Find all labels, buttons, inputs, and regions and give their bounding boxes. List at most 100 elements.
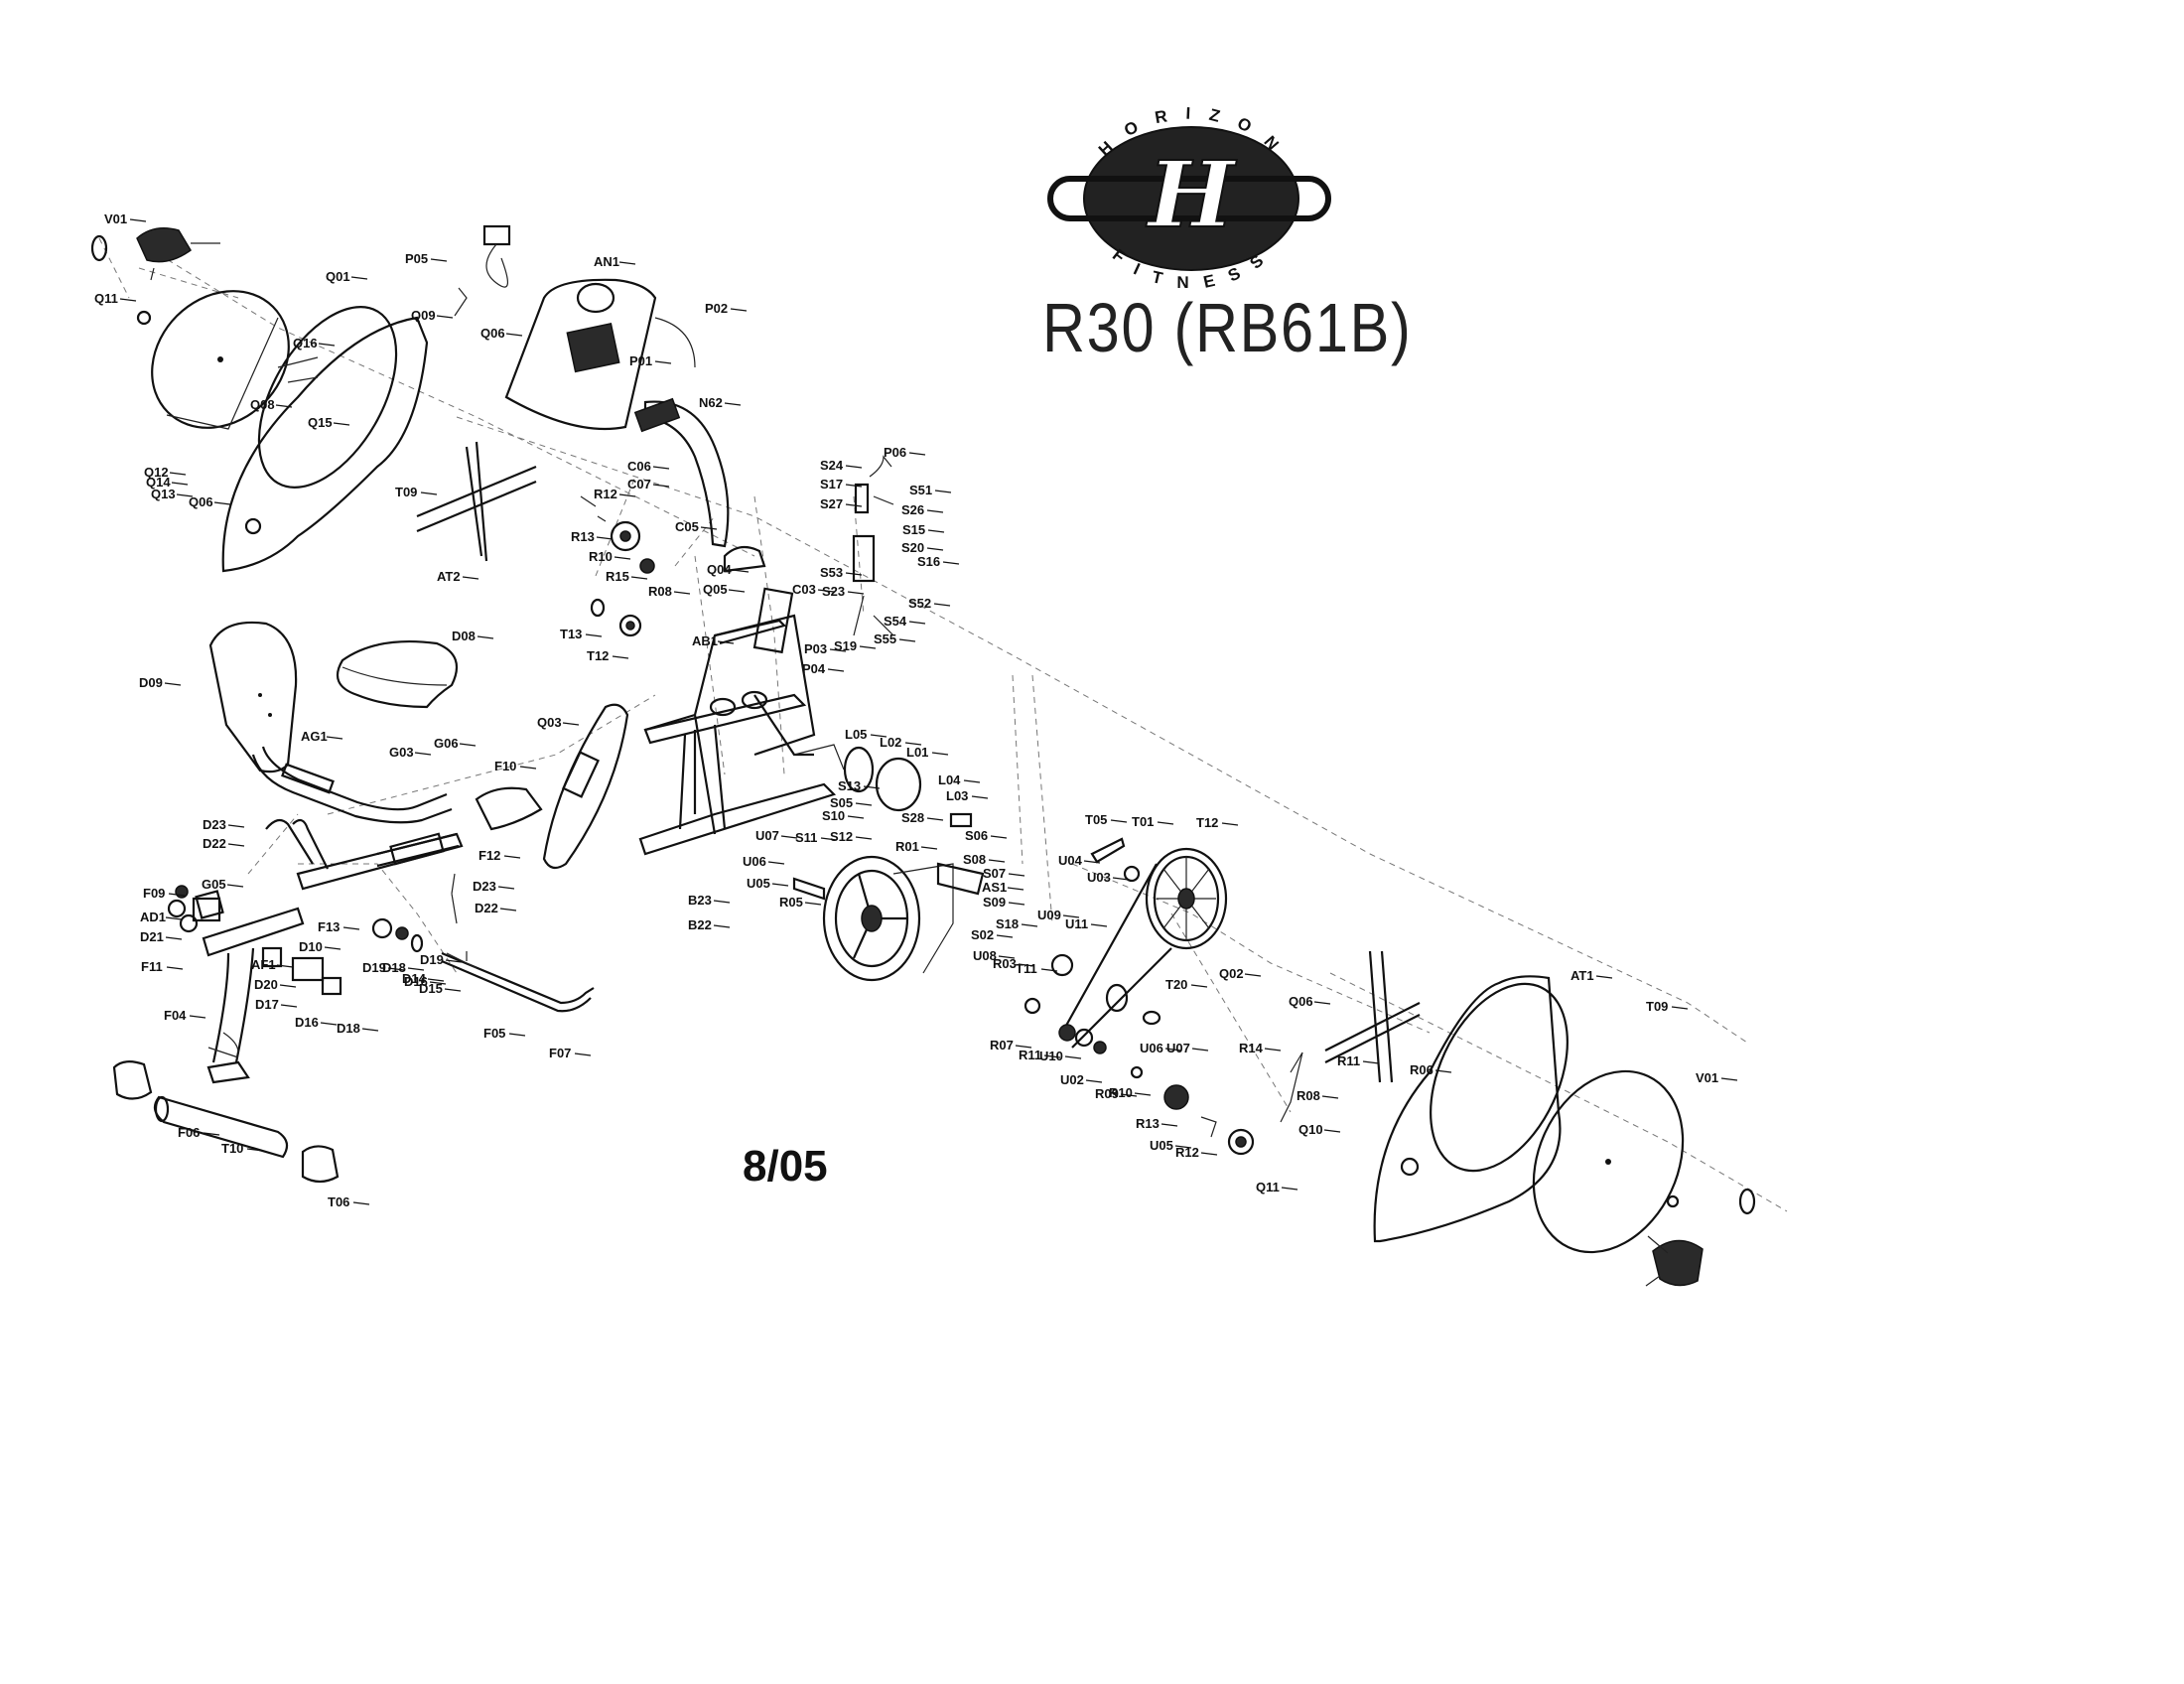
callout-label: AN1 — [594, 254, 619, 269]
callout-leader-line — [1157, 821, 1174, 825]
callout-label: R07 — [990, 1038, 1014, 1052]
callout-leader-line — [863, 785, 881, 789]
callout-leader-line — [931, 752, 949, 756]
callout-leader-line — [1434, 1069, 1452, 1073]
model-title: R30 (RB61B) — [1042, 289, 1413, 366]
callout-label: G06 — [434, 736, 459, 751]
callout-leader-line — [904, 742, 922, 746]
callout-label: Q01 — [326, 269, 350, 284]
callout-label: U06 — [743, 854, 766, 869]
callout-label: S17 — [820, 477, 843, 491]
callout-leader-line — [847, 591, 865, 595]
callout-leader-line — [227, 824, 245, 828]
callout-label: AD1 — [140, 910, 166, 924]
callout-leader-line — [585, 633, 603, 637]
callout-label: S28 — [901, 810, 924, 825]
callout-label: R15 — [606, 569, 629, 584]
callout-leader-line — [459, 743, 477, 747]
callout-label: R03 — [993, 956, 1017, 971]
callout-leader-line — [780, 835, 798, 839]
callout-leader-line — [942, 561, 960, 565]
callout-leader-line — [119, 298, 137, 302]
callout-label: D15 — [419, 981, 443, 996]
callout-label: C06 — [627, 459, 651, 474]
callout-label: Q05 — [703, 582, 728, 597]
callout-label: D18 — [337, 1021, 360, 1036]
callout-label: Q11 — [94, 291, 118, 306]
callout-label: S23 — [822, 584, 845, 599]
callout-leader-line — [724, 402, 742, 406]
callout-label: R14 — [1239, 1041, 1264, 1055]
callout-label: U09 — [1037, 908, 1061, 922]
callout-leader-line — [845, 484, 863, 488]
callout-leader-line — [1321, 1095, 1339, 1099]
sensor-assembly — [852, 455, 894, 636]
callout-leader-line — [596, 536, 614, 540]
callout-leader-line — [352, 1201, 370, 1205]
callout-leader-line — [1200, 1152, 1218, 1156]
callout-label: T01 — [1132, 814, 1154, 829]
callout-label: T20 — [1165, 977, 1187, 992]
callout-leader-line — [333, 422, 350, 426]
callout-leader-line — [652, 466, 670, 470]
callout-leader-line — [700, 526, 718, 530]
callout-leader-line — [168, 893, 186, 897]
callout-leader-line — [630, 576, 648, 580]
callout-leader-line — [717, 640, 735, 644]
callout-label: Q13 — [151, 487, 176, 501]
callout-label: S13 — [838, 778, 861, 793]
callout-label: D16 — [295, 1015, 319, 1030]
main-frame — [638, 587, 845, 856]
callout-label: N62 — [699, 395, 723, 410]
callout-leader-line — [934, 490, 952, 493]
callout-label: T12 — [1196, 815, 1218, 830]
callout-label: F09 — [143, 886, 165, 901]
right-disc-cover — [1532, 1069, 1685, 1254]
callout-label: T12 — [587, 648, 609, 663]
callout-label: U02 — [1060, 1072, 1084, 1087]
horizon-fitness-logo: H — [1047, 126, 1331, 271]
callout-leader-line — [771, 883, 789, 887]
callout-label: S02 — [971, 927, 994, 942]
callout-leader-line — [730, 308, 748, 312]
callout-leader-line — [673, 591, 691, 595]
callout-label: P04 — [802, 661, 826, 676]
callout-label: F10 — [494, 759, 516, 773]
callout-leader-line — [1313, 1001, 1331, 1005]
callout-leader-line — [445, 959, 463, 963]
callout-label: U06 — [1140, 1041, 1163, 1055]
callout-leader-line — [574, 1052, 592, 1056]
callout-leader-line — [276, 964, 294, 968]
callout-leader-line — [920, 846, 938, 850]
callout-label: U07 — [1166, 1041, 1190, 1055]
callout-label: D23 — [473, 879, 496, 894]
callout-leader-line — [420, 491, 438, 495]
callout-label: Q06 — [1289, 994, 1313, 1009]
callout-leader-line — [227, 843, 245, 847]
callout-leader-line — [499, 908, 517, 912]
callout-label: R10 — [1109, 1085, 1133, 1100]
callout-leader-line — [996, 934, 1014, 938]
callout-leader-line — [1008, 902, 1025, 906]
callout-label: R12 — [594, 487, 617, 501]
callout-label: F06 — [178, 1125, 200, 1140]
seat-back — [208, 621, 298, 773]
callout-leader-line — [1090, 923, 1108, 927]
callout-label: S09 — [983, 895, 1006, 910]
callout-leader-line — [829, 648, 847, 652]
callout-label: R13 — [1136, 1116, 1160, 1131]
callout-label: D21 — [140, 929, 164, 944]
callout-label: T06 — [328, 1194, 349, 1209]
callout-label: D14 — [402, 971, 427, 986]
callout-label: R10 — [589, 549, 613, 564]
callout-label: C03 — [792, 582, 816, 597]
callout-leader-line — [990, 835, 1008, 839]
pulse-sensor-cable — [454, 224, 511, 317]
callout-leader-line — [1064, 1055, 1082, 1059]
knob-parts — [167, 873, 458, 953]
brand-top-text: HORIZON — [1095, 103, 1277, 167]
callout-label: AB1 — [692, 633, 718, 648]
callout-leader-line — [855, 836, 873, 840]
callout-label: S26 — [901, 502, 924, 517]
